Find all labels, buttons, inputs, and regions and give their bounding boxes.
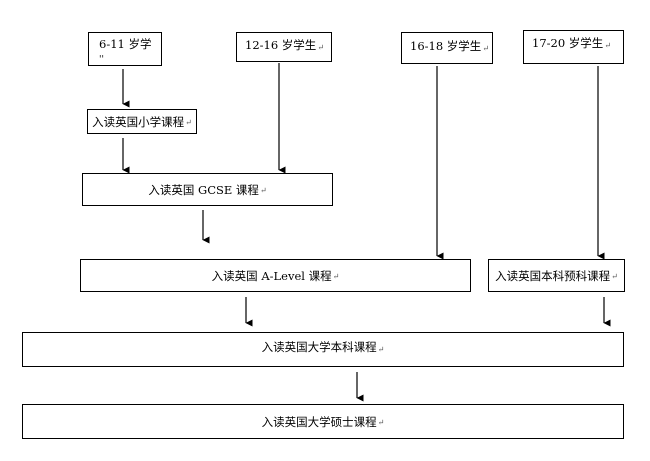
age-group-12-16-box: 12-16 岁学生↵ xyxy=(236,32,332,62)
paragraph-mark: ↵ xyxy=(332,271,340,281)
age-group-16-18-box: 16-18 岁学生↵ xyxy=(401,32,493,64)
primary-course-box: 入读英国小学课程↵ xyxy=(87,109,197,134)
paragraph-mark: ↵ xyxy=(259,185,267,195)
primary-course-label: 入读英国小学课程 xyxy=(92,114,185,129)
undergrad-course-box: 入读英国大学本科课程↵ xyxy=(22,332,624,367)
paragraph-mark: ↵ xyxy=(611,271,618,281)
master-course-box: 入读英国大学硕士课程↵ xyxy=(22,404,624,439)
foundation-course-label: 入读英国本科预科课程 xyxy=(495,268,611,283)
paragraph-mark: ↵ xyxy=(377,345,385,354)
age-group-16-18-label: 16-18 岁学生 xyxy=(410,39,482,53)
paragraph-mark: ↵ xyxy=(482,44,490,53)
alevel-course-label: 入读英国 A-Level 课程 xyxy=(211,268,332,283)
age-group-12-16-label: 12-16 岁学生 xyxy=(245,38,317,52)
age-group-6-11-label-trail: '' xyxy=(99,55,104,65)
age-group-6-11-box: 6-11 岁学 '' xyxy=(88,32,162,66)
gcse-course-label: 入读英国 GCSE 课程 xyxy=(148,182,259,197)
age-group-17-20-label: 17-20 岁学生 xyxy=(532,36,604,50)
age-group-17-20-box: 17-20 岁学生↵ xyxy=(523,30,624,64)
paragraph-mark: ↵ xyxy=(185,117,192,127)
alevel-course-box: 入读英国 A-Level 课程↵ xyxy=(80,259,471,292)
age-group-6-11-label: 6-11 岁学 xyxy=(99,37,152,51)
paragraph-mark: ↵ xyxy=(377,417,385,427)
foundation-course-box: 入读英国本科预科课程↵ xyxy=(488,259,625,292)
master-course-label: 入读英国大学硕士课程 xyxy=(261,414,377,429)
paragraph-mark: ↵ xyxy=(604,41,612,50)
undergrad-course-label: 入读英国大学本科课程 xyxy=(261,340,377,354)
gcse-course-box: 入读英国 GCSE 课程↵ xyxy=(82,173,333,206)
paragraph-mark: ↵ xyxy=(317,43,325,52)
